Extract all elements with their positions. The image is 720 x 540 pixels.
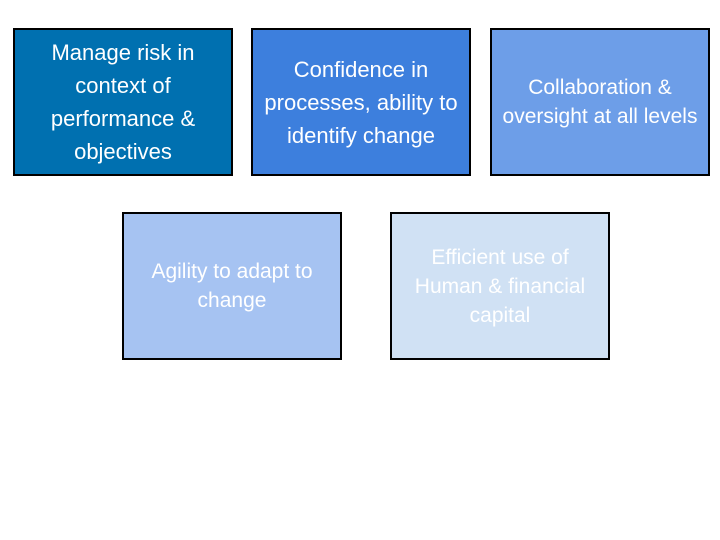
box-collaboration-oversight: Collaboration & oversight at all levels: [490, 28, 710, 176]
box-agility-text: Agility to adapt to change: [151, 260, 313, 312]
box-efficient-use: Efficient use of Human & financial capit…: [390, 212, 610, 360]
box-efficient-use-text: Efficient use of Human & financial capit…: [414, 245, 586, 327]
box-confidence-processes: Confidence in processes, ability to iden…: [251, 28, 471, 176]
box-manage-risk: Manage risk in context of performance & …: [13, 28, 233, 176]
box-agility: Agility to adapt to change: [122, 212, 342, 360]
box-confidence-processes-text: Confidence in processes, ability to iden…: [264, 56, 458, 148]
box-collaboration-oversight-text: Collaboration & oversight at all levels: [502, 76, 698, 128]
box-manage-risk-text: Manage risk in context of performance & …: [50, 40, 196, 164]
